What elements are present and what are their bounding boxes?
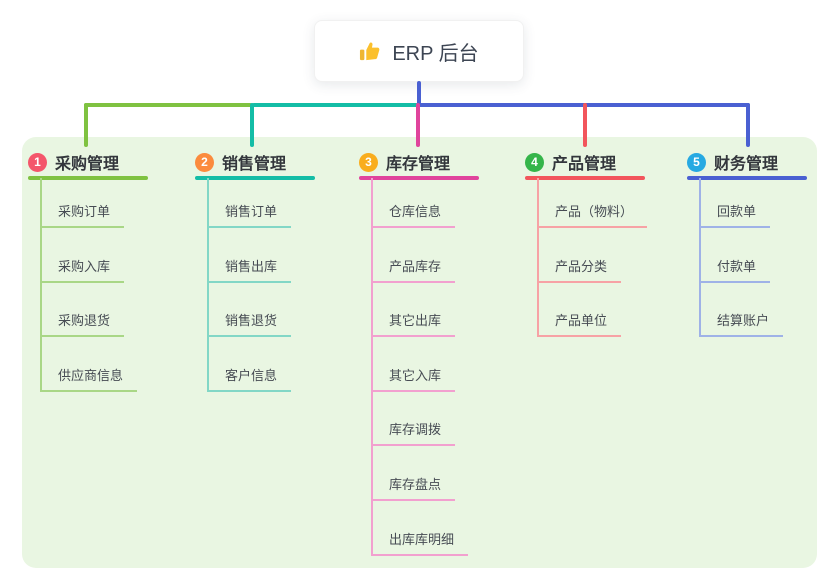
branch-5-child-node[interactable]: 结算账户	[699, 313, 784, 337]
branch-3-child-node[interactable]: 出库库明细	[371, 532, 469, 556]
branch-3-child-node[interactable]: 库存调拨	[371, 422, 456, 446]
root-node[interactable]: ERP 后台	[314, 20, 524, 82]
branch-4-underline	[525, 176, 645, 180]
branch-3-child-node[interactable]: 其它入库	[371, 368, 456, 392]
branch-4-trunk-line	[537, 178, 539, 337]
spine-segment-2	[252, 103, 418, 107]
branch-4-child-node[interactable]: 产品（物料）	[537, 204, 648, 228]
branch-3-child-node[interactable]: 产品库存	[371, 259, 456, 283]
branch-4-node[interactable]: 4 产品管理	[525, 151, 616, 173]
root-stem-connector	[417, 81, 421, 105]
branch-5-drop-connector	[746, 103, 750, 147]
branch-2-trunk-line	[207, 178, 209, 392]
branch-2-child-node[interactable]: 销售退货	[207, 313, 292, 337]
branch-1-child-node[interactable]: 采购退货	[40, 313, 125, 337]
branch-1-child-node[interactable]: 供应商信息	[40, 368, 138, 392]
branch-5-node[interactable]: 5 财务管理	[687, 151, 778, 173]
branch-3-label: 库存管理	[386, 156, 451, 173]
branch-5-number-badge: 5	[687, 152, 706, 172]
branch-2-underline	[195, 176, 315, 180]
branch-3-child-node[interactable]: 库存盘点	[371, 477, 456, 501]
branch-2-child-node[interactable]: 销售出库	[207, 259, 292, 283]
branch-4-label: 产品管理	[552, 156, 617, 173]
branch-3-underline	[359, 176, 479, 180]
branch-1-number-badge: 1	[28, 152, 47, 172]
branches-panel	[22, 137, 817, 568]
branch-2-label: 销售管理	[222, 156, 287, 173]
branch-4-child-node[interactable]: 产品单位	[537, 313, 622, 337]
spine-segment-1	[84, 103, 252, 107]
branch-3-node[interactable]: 3 库存管理	[359, 151, 450, 173]
branch-5-label: 财务管理	[714, 156, 779, 173]
branch-5-child-node[interactable]: 回款单	[699, 204, 771, 228]
branch-2-drop-connector	[250, 103, 254, 147]
branch-2-node[interactable]: 2 销售管理	[195, 151, 286, 173]
branch-1-node[interactable]: 1 采购管理	[28, 151, 119, 173]
branch-3-drop-connector	[416, 103, 420, 147]
branch-1-underline	[28, 176, 148, 180]
branch-1-drop-connector	[84, 103, 88, 147]
branch-1-trunk-line	[40, 178, 42, 392]
branch-2-child-node[interactable]: 销售订单	[207, 204, 292, 228]
branch-5-trunk-line	[699, 178, 701, 337]
branch-3-child-node[interactable]: 其它出库	[371, 313, 456, 337]
branch-1-child-node[interactable]: 采购订单	[40, 204, 125, 228]
thumbs-up-icon	[359, 40, 382, 63]
branch-4-number-badge: 4	[525, 152, 544, 172]
branch-5-underline	[687, 176, 807, 180]
branch-2-child-node[interactable]: 客户信息	[207, 368, 292, 392]
branch-5-child-node[interactable]: 付款单	[699, 259, 771, 283]
branch-1-label: 采购管理	[55, 156, 120, 173]
branch-2-number-badge: 2	[195, 152, 214, 172]
branch-4-drop-connector	[583, 103, 587, 147]
branch-1-child-node[interactable]: 采购入库	[40, 259, 125, 283]
root-label: ERP 后台	[392, 42, 479, 65]
branch-3-number-badge: 3	[359, 152, 378, 172]
branch-4-child-node[interactable]: 产品分类	[537, 259, 622, 283]
branch-3-child-node[interactable]: 仓库信息	[371, 204, 456, 228]
branch-3-trunk-line	[371, 178, 373, 556]
